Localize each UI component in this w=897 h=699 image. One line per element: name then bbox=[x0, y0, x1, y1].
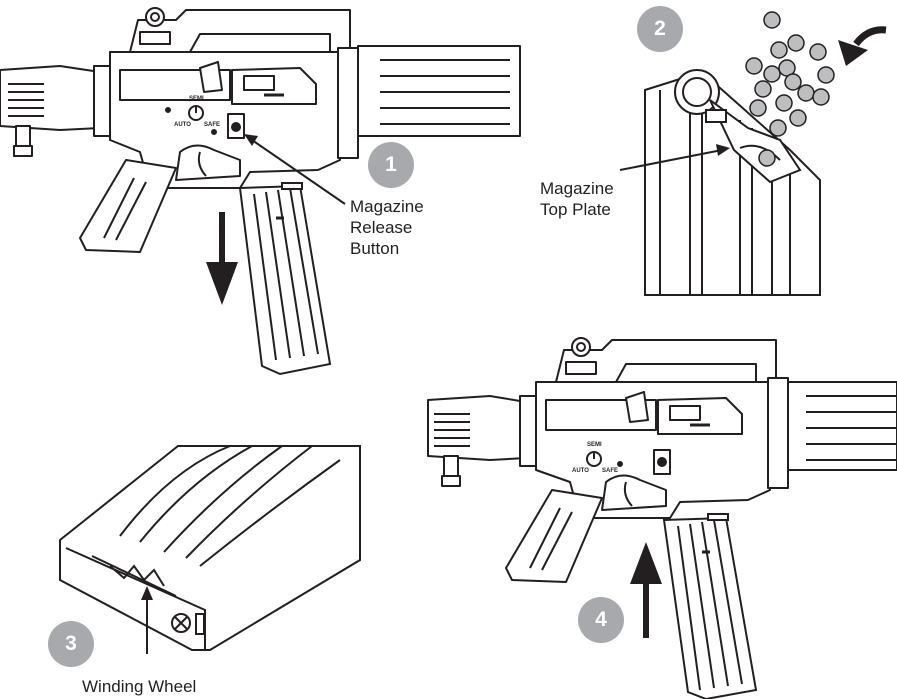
selector-semi-1: SEMI bbox=[189, 96, 204, 102]
mag-release-label: Magazine Release Button bbox=[350, 196, 424, 259]
step-badge-3: 3 bbox=[48, 621, 94, 667]
top-plate-label: Magazine Top Plate bbox=[540, 178, 614, 220]
magazine-bottom bbox=[59, 445, 361, 651]
rifle-1-handguard bbox=[337, 45, 521, 159]
rifle-2-pistol-grip bbox=[505, 489, 603, 583]
top-plate-label-line1: Magazine bbox=[540, 179, 614, 198]
rifle-2 bbox=[427, 337, 897, 583]
down-arrow bbox=[206, 212, 238, 305]
step-badge-1: 1 bbox=[368, 142, 414, 188]
selector-auto-2: AUTO bbox=[572, 468, 589, 474]
mag-release-label-line3: Button bbox=[350, 239, 400, 258]
selector-semi-2: SEMI bbox=[587, 442, 602, 448]
rifle-1-stock bbox=[0, 65, 113, 157]
top-plate-label-line2: Top Plate bbox=[540, 200, 611, 219]
curved-arrow bbox=[838, 26, 887, 66]
mag-release-label-line1: Magazine bbox=[350, 197, 424, 216]
selector-safe-1: SAFE bbox=[204, 122, 220, 128]
rifle-2-handguard bbox=[767, 377, 897, 489]
magazine-2 bbox=[662, 513, 758, 699]
selector-safe-2: SAFE bbox=[602, 468, 618, 474]
up-arrow bbox=[630, 542, 662, 638]
rifle-2-stock bbox=[427, 395, 539, 487]
winding-wheel-label: Winding Wheel bbox=[82, 677, 197, 696]
magazine-top bbox=[644, 69, 821, 296]
mag-release-leader bbox=[251, 139, 346, 205]
bb-cluster bbox=[745, 11, 835, 167]
rifle-1-pistol-grip bbox=[79, 159, 177, 253]
mag-release-label-line2: Release bbox=[350, 218, 413, 237]
step-badge-2: 2 bbox=[637, 6, 683, 52]
top-plate-leader bbox=[619, 149, 723, 171]
selector-auto-1: AUTO bbox=[174, 122, 191, 128]
rifle-1 bbox=[0, 7, 521, 253]
magazine-1 bbox=[238, 182, 332, 376]
step-badge-4: 4 bbox=[578, 597, 624, 643]
